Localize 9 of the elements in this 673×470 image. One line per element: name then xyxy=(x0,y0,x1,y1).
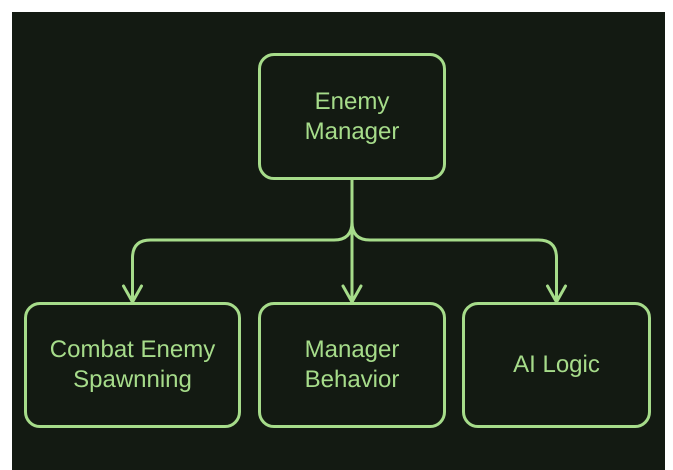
node-label: Combat Enemy Spawnning xyxy=(48,335,216,395)
arrow xyxy=(350,180,567,304)
process-box xyxy=(258,302,446,428)
process-box xyxy=(258,53,446,180)
process-box xyxy=(24,302,241,428)
process-box xyxy=(462,302,651,428)
node-label: AI Logic xyxy=(513,350,600,380)
node-label: Enemy Manager xyxy=(304,86,400,146)
node-label: Manager Behavior xyxy=(304,335,400,395)
